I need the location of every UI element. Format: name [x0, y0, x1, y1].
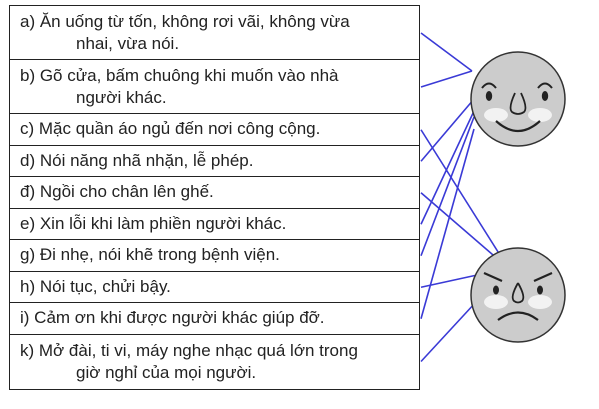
statement-row-k[interactable]: k) Mở đài, ti vi, máy nghe nhạc quá lớn …	[10, 335, 419, 389]
statement-row-i[interactable]: i) Cảm ơn khi được người khác giúp đỡ.	[10, 303, 419, 335]
statement-text-b-line-1: b) Gõ cửa, bấm chuông khi muốn vào nhà	[20, 65, 339, 85]
connector-lines	[420, 32, 501, 363]
statement-text-i-line-1: i) Cảm ơn khi được người khác giúp đỡ.	[20, 308, 325, 328]
statement-text-d-line-1: d) Nói năng nhã nhặn, lễ phép.	[20, 150, 254, 170]
statement-text-a-line-1: a) Ăn uống từ tốn, không rơi vãi, không …	[20, 11, 350, 31]
sad-face-icon[interactable]	[470, 247, 566, 343]
statement-text-h-line-1: h) Nói tục, chửi bậy.	[20, 276, 171, 296]
statement-row-d[interactable]: d) Nói năng nhã nhặn, lễ phép.	[10, 146, 419, 177]
connector-line-a	[420, 32, 473, 72]
statement-text-g-line-1: g) Đi nhẹ, nói khẽ trong bệnh viện.	[20, 245, 280, 265]
statement-row-a[interactable]: a) Ăn uống từ tốn, không rơi vãi, không …	[10, 6, 419, 60]
statement-row-g[interactable]: g) Đi nhẹ, nói khẽ trong bệnh viện.	[10, 240, 419, 272]
statement-text-k-line-2: giờ nghỉ của mọi người.	[76, 362, 257, 382]
connector-line-c	[420, 129, 501, 256]
statement-text-dd-line-1: đ) Ngồi cho chân lên ghế.	[20, 182, 214, 202]
statement-text-c-line-1: c) Mặc quần áo ngủ đến nơi công cộng.	[20, 119, 321, 139]
connector-line-i	[420, 128, 475, 319]
connector-line-d	[420, 98, 475, 162]
connector-line-g	[420, 116, 475, 257]
statement-text-b-line-2: người khác.	[76, 87, 167, 107]
statement-table: a) Ăn uống từ tốn, không rơi vãi, không …	[9, 5, 420, 390]
happy-face-icon[interactable]	[470, 51, 566, 147]
connector-line-e	[420, 110, 475, 225]
statement-text-k-line-1: k) Mở đài, ti vi, máy nghe nhạc quá lớn …	[20, 340, 358, 360]
statement-row-e[interactable]: e) Xin lỗi khi làm phiền người khác.	[10, 209, 419, 240]
statement-text-e-line-1: e) Xin lỗi khi làm phiền người khác.	[20, 213, 287, 233]
connector-line-b	[420, 70, 473, 88]
connector-line-dd	[420, 192, 501, 262]
statement-text-a-line-2: nhai, vừa nói.	[76, 33, 180, 53]
statement-row-c[interactable]: c) Mặc quần áo ngủ đến nơi công cộng.	[10, 114, 419, 146]
statement-row-h[interactable]: h) Nói tục, chửi bậy.	[10, 272, 419, 303]
statement-row-dd[interactable]: đ) Ngồi cho chân lên ghế.	[10, 177, 419, 209]
